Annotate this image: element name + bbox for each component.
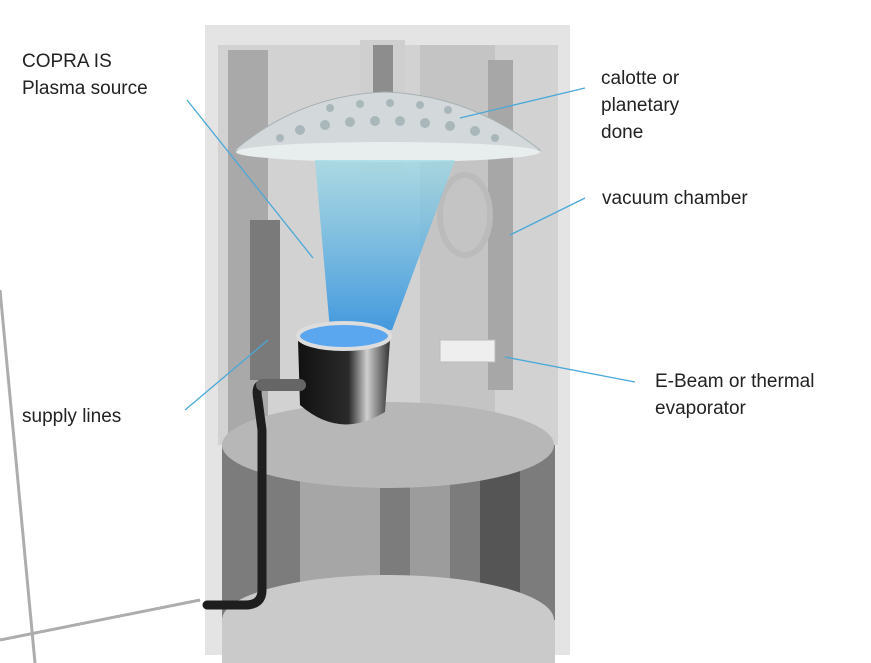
leader-evaporator (504, 356, 636, 383)
plasma-source (296, 321, 392, 425)
leader-lines (184, 87, 636, 411)
label-plasma-source: COPRA IS Plasma source (22, 48, 148, 102)
label-line: calotte or (601, 68, 680, 89)
leader-vacuum-chamber (509, 197, 586, 236)
label-evaporator: E-Beam or thermal evaporator (655, 368, 814, 422)
label-line: planetary (601, 95, 680, 116)
label-line: COPRA IS (22, 51, 112, 72)
label-line: Plasma source (22, 78, 148, 99)
label-line: E-Beam or thermal (655, 371, 815, 392)
viewport (437, 172, 493, 258)
label-line: done (601, 122, 644, 143)
label-line: evaporator (655, 398, 746, 419)
leader-supply-lines (184, 339, 269, 411)
leader-calotte (459, 87, 586, 119)
supply-line (202, 379, 306, 610)
leader-plasma-source (186, 99, 314, 259)
label-vacuum-chamber: vacuum chamber (602, 188, 748, 209)
label-supply-lines: supply lines (22, 406, 122, 427)
plasma-beam (315, 160, 455, 330)
label-calotte: calotte or planetary done (601, 65, 679, 146)
background-frame (0, 289, 201, 663)
calotte-dome (233, 91, 542, 162)
